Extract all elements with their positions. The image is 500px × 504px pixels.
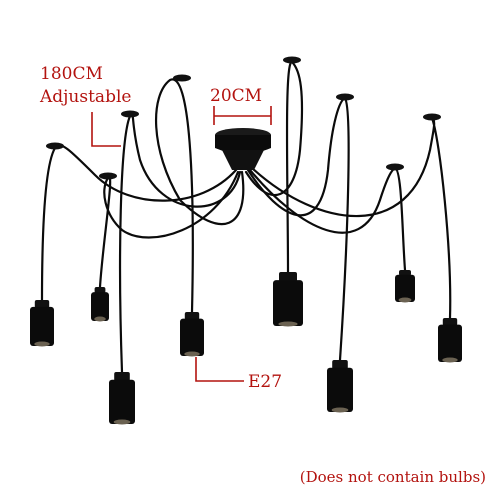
lamp-socket: [438, 318, 462, 363]
lamp-socket: [109, 372, 135, 425]
lamp-socket: [30, 300, 54, 347]
lamp-socket: [327, 360, 353, 413]
lamp-socket: [273, 272, 303, 327]
cord-length-label: 180CM: [40, 64, 103, 84]
pendant-cord: [244, 60, 304, 274]
lamp-socket: [180, 312, 204, 357]
socket-guide-line: [195, 357, 244, 382]
socket-type-label: E27: [248, 372, 283, 392]
ceiling-hook: [121, 110, 139, 118]
width-guide-line: [213, 106, 272, 125]
length-guide-line: [91, 112, 121, 147]
ceiling-hook: [283, 56, 301, 64]
pendant-cord: [155, 78, 245, 314]
bulb-disclaimer: (Does not contain bulbs): [299, 468, 486, 486]
pendant-cord: [250, 115, 452, 320]
ceiling-hook: [386, 163, 404, 171]
ceiling-canopy: [215, 128, 271, 170]
ceiling-hook: [46, 142, 64, 150]
ceiling-hook: [423, 113, 441, 121]
ceiling-hook: [99, 172, 117, 180]
cord-adjustable-label: Adjustable: [40, 87, 132, 107]
lamp-socket: [395, 270, 415, 303]
ceiling-hook: [173, 74, 191, 82]
pendant-cord: [40, 144, 238, 302]
ceiling-hook: [336, 93, 354, 101]
pendant-cord: [248, 166, 407, 272]
canopy-width-label: 20CM: [210, 86, 263, 106]
lamp-socket: [91, 287, 109, 322]
